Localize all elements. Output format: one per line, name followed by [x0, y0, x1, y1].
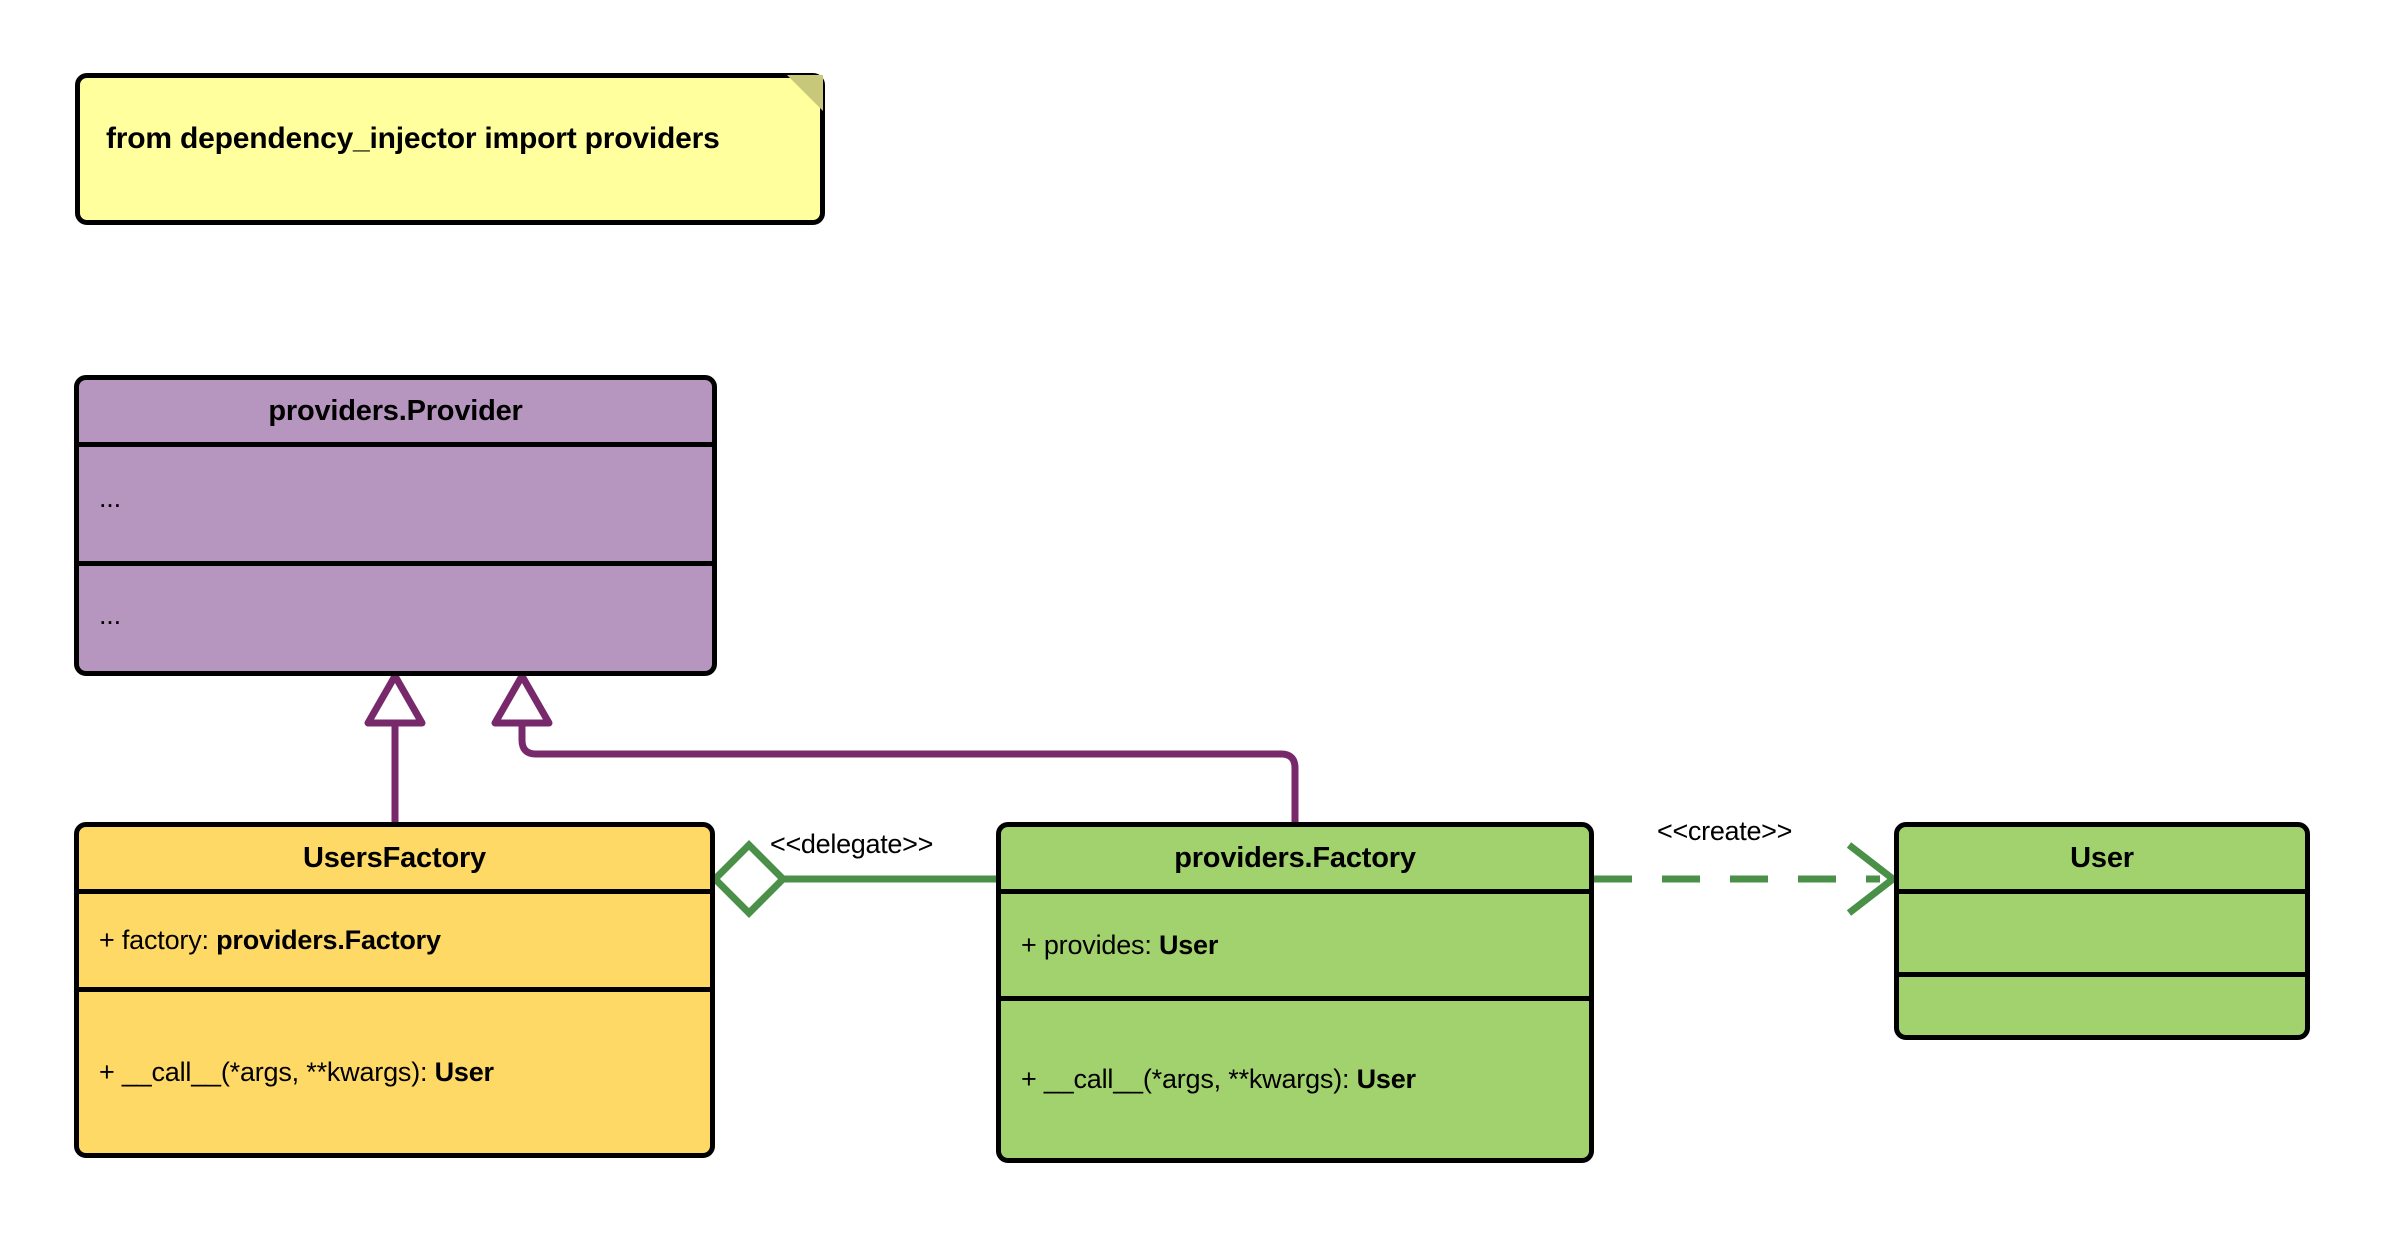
class-box-user[interactable]: User — [1894, 822, 2310, 1040]
method-call-return: User — [434, 1057, 494, 1087]
attribute-factory-prefix: + factory: — [99, 925, 217, 955]
import-note-text: from dependency_injector import provider… — [106, 122, 720, 155]
method-call-prefix: + __call__(*args, **kwargs): — [99, 1057, 435, 1087]
class-title-providers-provider: providers.Provider — [79, 380, 712, 447]
edge-label-create: <<create>> — [1657, 816, 1793, 846]
attribute-factory: + factory: providers.Factory — [99, 925, 441, 956]
attribute-provides-prefix: + provides: — [1021, 929, 1159, 960]
class-attributes-user — [1899, 894, 2305, 977]
edge-label-delegate: <<delegate>> — [770, 829, 934, 859]
method-call-factory-return: User — [1356, 1064, 1416, 1094]
attribute-provides: + provides: User — [1021, 930, 1218, 961]
class-methods-user — [1899, 977, 2305, 1035]
class-box-providers-provider[interactable]: providers.Provider ... ... — [74, 375, 717, 676]
attribute-factory-type: providers.Factory — [216, 925, 441, 955]
class-methods-providers-provider: ... — [79, 566, 712, 671]
class-box-users-factory[interactable]: UsersFactory + factory: providers.Factor… — [74, 822, 715, 1158]
class-attributes-providers-provider: ... — [79, 447, 712, 566]
note-fold-icon — [787, 75, 823, 111]
edge-providers-factory-inherits-provider — [491, 672, 1299, 826]
class-box-providers-factory[interactable]: providers.Factory + provides: User + __c… — [996, 822, 1594, 1163]
class-methods-providers-factory: + __call__(*args, **kwargs): User — [1001, 1001, 1589, 1158]
method-call-factory: + __call__(*args, **kwargs): User — [1021, 1064, 1416, 1095]
import-note: from dependency_injector import provider… — [75, 73, 825, 225]
class-attributes-providers-factory: + provides: User — [1001, 894, 1589, 1001]
methods-ellipsis: ... — [99, 599, 121, 630]
attributes-ellipsis: ... — [99, 482, 121, 513]
attribute-provides-type: User — [1158, 929, 1219, 960]
method-call-factory-prefix: + __call__(*args, **kwargs): — [1021, 1064, 1357, 1094]
class-title-users-factory: UsersFactory — [79, 827, 710, 894]
class-methods-users-factory: + __call__(*args, **kwargs): User — [79, 992, 710, 1153]
class-title-user: User — [1899, 827, 2305, 894]
class-attributes-users-factory: + factory: providers.Factory — [79, 894, 710, 992]
edge-users-factory-inherits-provider — [364, 672, 426, 822]
method-call: + __call__(*args, **kwargs): User — [99, 1057, 494, 1088]
edge-factory-creates-user — [1594, 842, 1899, 916]
class-title-providers-factory: providers.Factory — [1001, 827, 1589, 894]
